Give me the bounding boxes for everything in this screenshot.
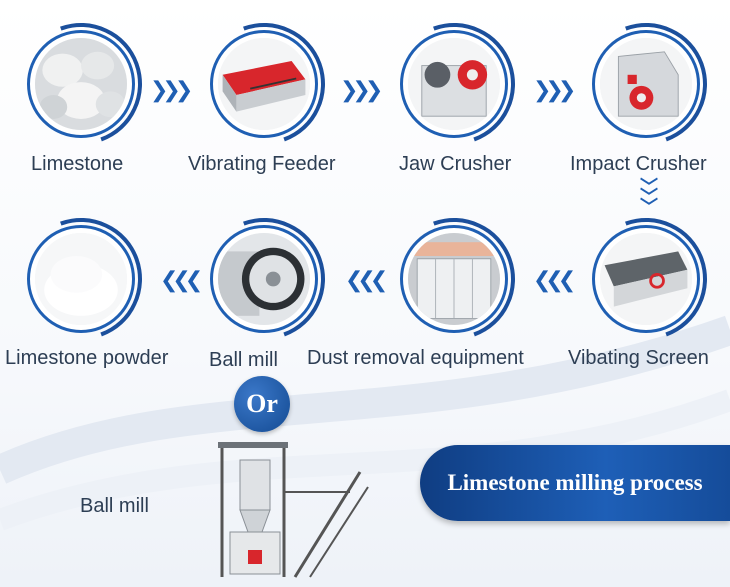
vibrating-feeder-label: Vibrating Feeder [188, 153, 336, 175]
vibrating-feeder-node [182, 2, 346, 166]
ball-mill-alt-label: Ball mill [80, 495, 149, 517]
limestone-powder-node [0, 197, 163, 361]
arrow-down-icon: ﹀﹀﹀ [640, 177, 658, 218]
jaw-crusher-node [372, 2, 536, 166]
jaw-crusher-label: Jaw Crusher [399, 153, 512, 175]
limestone-label: Limestone [31, 153, 124, 175]
ball-mill-label: Ball mill [209, 349, 278, 371]
ball-mill-image [218, 233, 310, 325]
arrow-right-icon: ❯❯❯ [150, 78, 193, 103]
limestone-powder-label: Limestone powder [5, 347, 169, 369]
dust-removal-node [372, 197, 536, 361]
limestone-rocks-image [35, 38, 127, 130]
arrow-left-icon: ❮❮❮ [345, 268, 388, 293]
vibrating-screen-node [564, 197, 728, 361]
impact-crusher-label: Impact Crusher [570, 153, 707, 175]
limestone-powder-image [35, 233, 127, 325]
arrow-right-icon: ❯❯❯ [533, 78, 576, 103]
vibrating-feeder-image [218, 38, 310, 130]
vibrating-screen-label: Vibating Screen [568, 347, 709, 369]
ball-mill-node [182, 197, 346, 361]
dust-removal-label: Dust removal equipment [307, 347, 524, 369]
process-title-banner: Limestone milling process [420, 445, 730, 521]
impact-crusher-node [564, 2, 728, 166]
vertical-mill-image [218, 442, 369, 578]
impact-crusher-image [600, 38, 692, 130]
arrow-left-icon: ❮❮❮ [160, 268, 203, 293]
vibrating-screen-image [600, 233, 692, 325]
jaw-crusher-image [408, 38, 500, 130]
dust-removal-image [408, 233, 500, 325]
limestone-node [0, 2, 163, 166]
arrow-left-icon: ❮❮❮ [533, 268, 576, 293]
or-badge: Or [234, 376, 290, 432]
arrow-right-icon: ❯❯❯ [340, 78, 383, 103]
